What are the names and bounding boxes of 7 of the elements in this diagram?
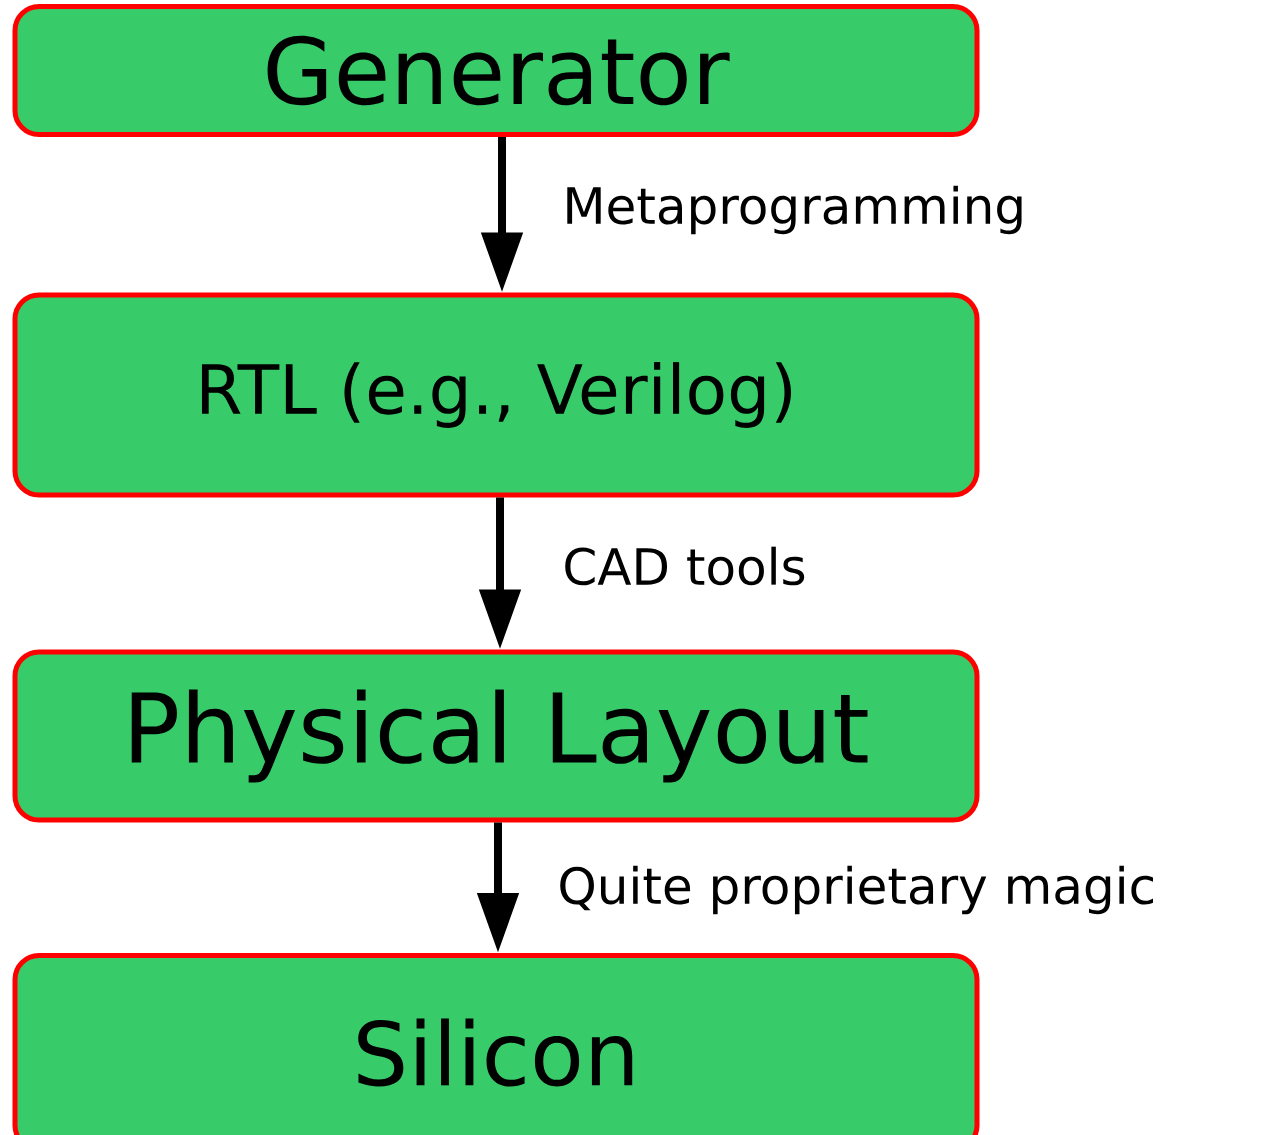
process-box: Generator <box>12 4 980 137</box>
process-box: RTL (e.g., Verilog) <box>12 292 980 498</box>
edge-label: Metaprogramming <box>567 185 1022 235</box>
process-box: Silicon <box>12 953 980 1135</box>
process-box: Physical Layout <box>12 649 980 823</box>
edge-label: CAD tools <box>565 546 805 586</box>
edge-label: Quite proprietary magic <box>560 865 1153 915</box>
